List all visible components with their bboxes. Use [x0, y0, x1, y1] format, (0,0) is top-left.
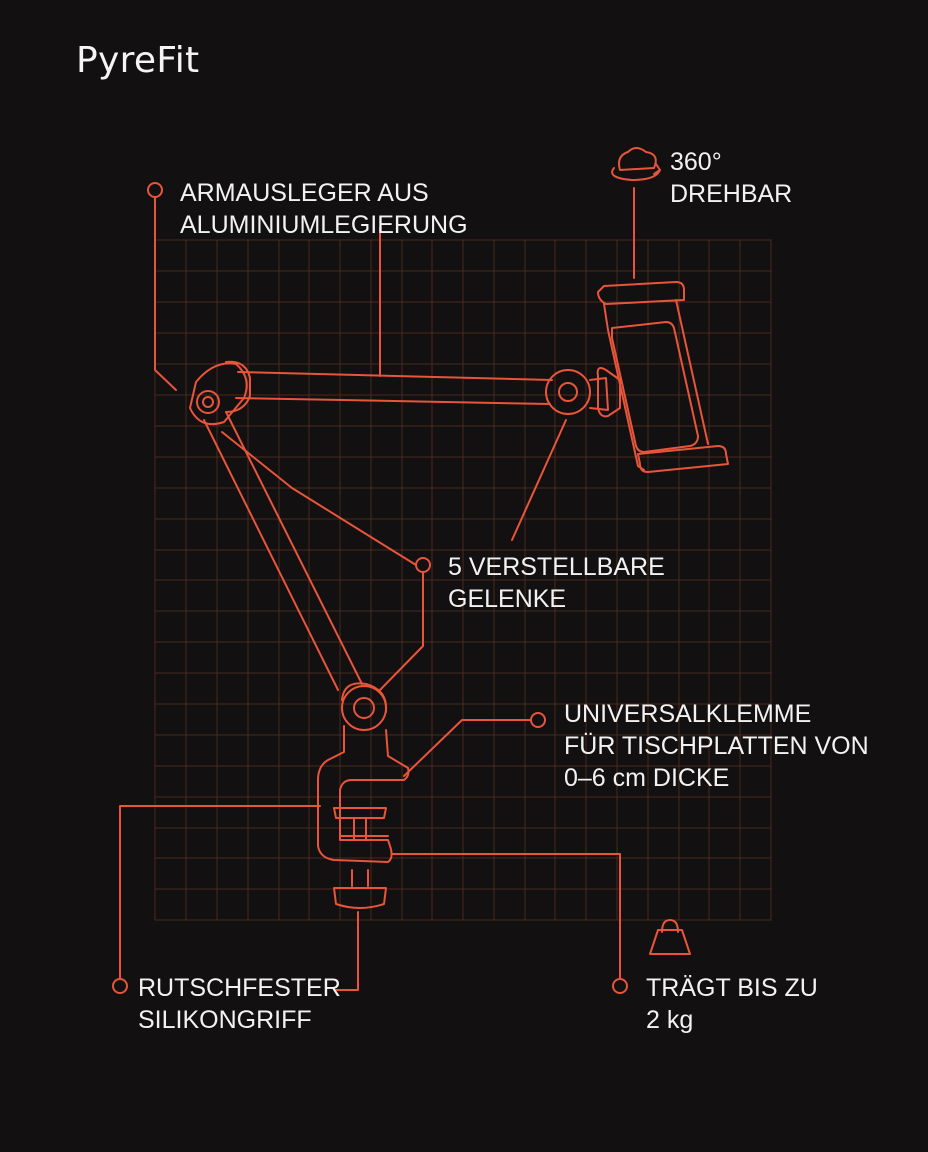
callout-rotation-line2: DREHBAR: [670, 180, 793, 208]
callout-clamp-line1: UNIVERSALKLEMME: [564, 700, 812, 728]
callout-joints-line2: GELENKE: [448, 585, 567, 613]
callout-rotation-line1: 360°: [670, 148, 722, 176]
callout-load-line1: TRÄGT BIS ZU: [646, 974, 818, 1002]
rotate-360-icon: [611, 147, 661, 181]
weight-icon: [649, 919, 691, 955]
callout-arm-line2: ALUMINIUMLEGIERUNG: [180, 211, 468, 239]
callout-load-line2: 2 kg: [646, 1006, 694, 1034]
callout-grip-line2: SILIKONGRIFF: [138, 1006, 312, 1034]
callout-joints: 5 VERSTELLBARE GELENKE: [448, 551, 665, 615]
callout-grip: RUTSCHFESTER SILIKONGRIFF: [138, 972, 341, 1036]
callout-lines: [112, 182, 635, 994]
callout-load: TRÄGT BIS ZU 2 kg: [646, 972, 818, 1036]
callout-arm-line1: ARMAUSLEGER AUS: [180, 179, 429, 207]
callout-clamp-line2: FÜR TISCHPLATTEN VON: [564, 732, 869, 760]
callout-grip-line1: RUTSCHFESTER: [138, 974, 341, 1002]
stand-illustration: [189, 281, 729, 909]
callout-clamp-line3: 0–6 cm DICKE: [564, 764, 730, 792]
callout-joints-line1: 5 VERSTELLBARE: [448, 553, 665, 581]
callout-rotation: 360° DREHBAR: [670, 146, 792, 210]
callout-clamp: UNIVERSALKLEMME FÜR TISCHPLATTEN VON 0–6…: [564, 698, 869, 794]
brand-logo: PyreFit: [76, 40, 200, 81]
callout-arm: ARMAUSLEGER AUS ALUMINIUMLEGIERUNG: [180, 177, 468, 241]
